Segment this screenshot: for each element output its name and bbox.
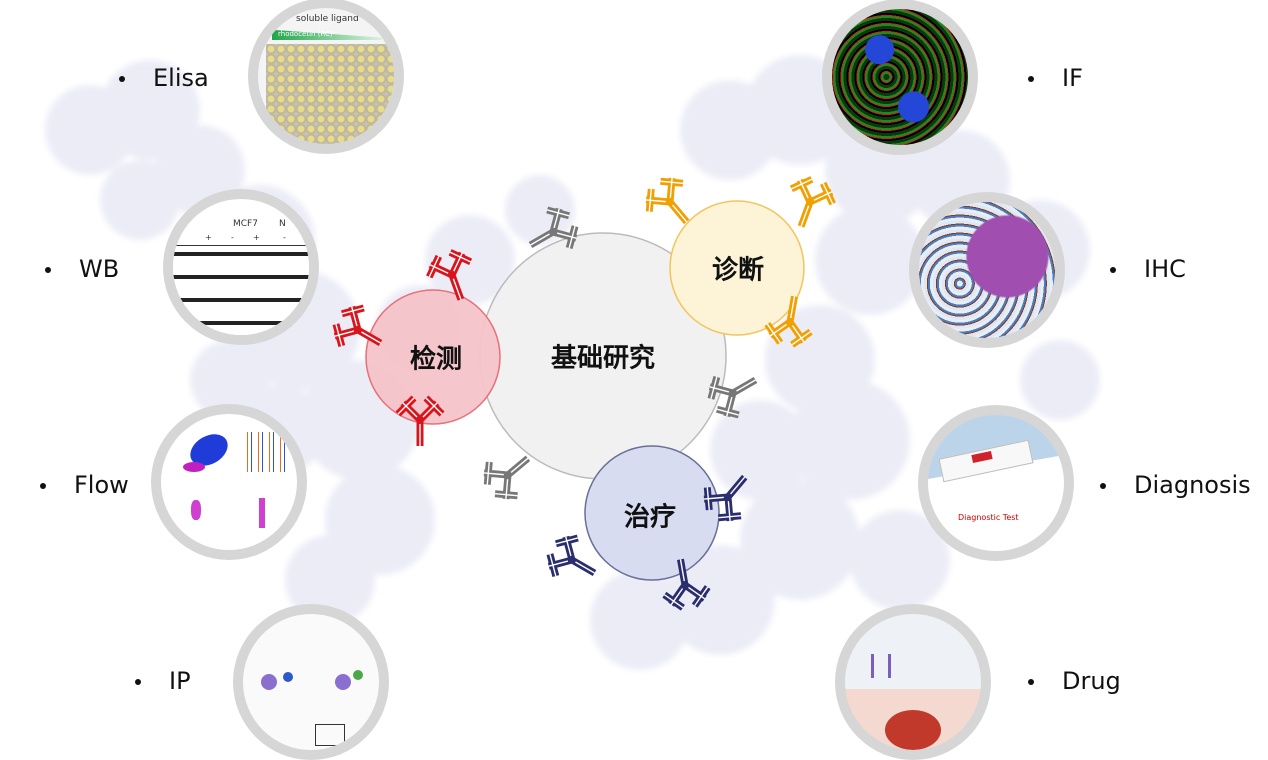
label-text: Drug: [1062, 667, 1121, 695]
wb-cell-line-2: N: [279, 219, 286, 229]
thumb-flow: [151, 404, 307, 560]
thumb-if: [822, 0, 978, 155]
bullet-icon: [40, 483, 46, 489]
wb-sign: +: [253, 233, 260, 242]
elisa-gradient-bar: [272, 29, 382, 40]
flow-histogram: [241, 432, 291, 472]
hub-diagnosis-label: 诊断: [711, 255, 765, 286]
thumb-diagnosis: Diagnostic Test: [918, 405, 1074, 561]
label-text: Flow: [74, 471, 129, 499]
wb-sign: -: [283, 233, 286, 242]
bullet-icon: [45, 267, 51, 273]
app-label-elisa: Elisa: [119, 64, 209, 92]
diagnosis-caption: Diagnostic Test: [958, 513, 1019, 522]
ip-bead: [283, 672, 293, 682]
hub-detection-label: 检测: [409, 344, 463, 375]
drug-antibody: [871, 654, 891, 678]
app-label-ihc: IHC: [1110, 255, 1186, 283]
thumb-elisa: soluble ligand rhodocetin (RC): [248, 0, 404, 154]
thumb-ip: [233, 604, 389, 760]
ip-antigen: [335, 674, 351, 690]
app-label-flow: Flow: [40, 471, 129, 499]
app-label-if: IF: [1028, 64, 1083, 92]
bullet-icon: [135, 679, 141, 685]
hub-detection-circle: [365, 289, 501, 425]
wb-sign: -: [231, 233, 234, 242]
bullet-icon: [1028, 76, 1034, 82]
thumb-drug: [835, 604, 991, 760]
label-text: IP: [169, 667, 191, 695]
label-text: Diagnosis: [1134, 471, 1251, 499]
app-label-drug: Drug: [1028, 667, 1121, 695]
thumb-ihc: [909, 192, 1065, 348]
label-text: IHC: [1144, 255, 1186, 283]
label-text: IF: [1062, 64, 1083, 92]
bullet-icon: [1028, 679, 1034, 685]
hub-therapy-circle: [584, 445, 720, 581]
label-text: WB: [79, 255, 120, 283]
flow-dots: [259, 498, 265, 528]
ip-bead: [353, 670, 363, 680]
hub-diagnosis-circle: [669, 200, 805, 336]
wb-cell-line: MCF7: [233, 219, 258, 229]
wb-bands: [173, 245, 309, 335]
test-cassette: [938, 439, 1034, 483]
bullet-icon: [119, 76, 125, 82]
app-label-ip: IP: [135, 667, 191, 695]
elisa-gradient-label: rhodocetin (RC): [278, 30, 333, 38]
app-label-wb: WB: [45, 255, 119, 283]
ip-antigen: [261, 674, 277, 690]
label-text: Elisa: [153, 64, 209, 92]
flow-magenta-cluster: [183, 462, 205, 472]
hub-therapy-label: 治疗: [623, 502, 677, 533]
thumb-western-blot: MCF7 N + - + -: [163, 189, 319, 345]
elisa-plate: [266, 44, 394, 144]
bullet-icon: [1110, 267, 1116, 273]
wb-sign: +: [205, 233, 212, 242]
center-label: 基础研究: [550, 343, 656, 374]
elisa-title: soluble ligand: [296, 14, 359, 24]
drug-cell: [885, 710, 941, 750]
bullet-icon: [1100, 483, 1106, 489]
app-label-diagnosis: Diagnosis: [1100, 471, 1251, 499]
ip-box: [315, 724, 345, 746]
flow-dots: [191, 500, 201, 520]
